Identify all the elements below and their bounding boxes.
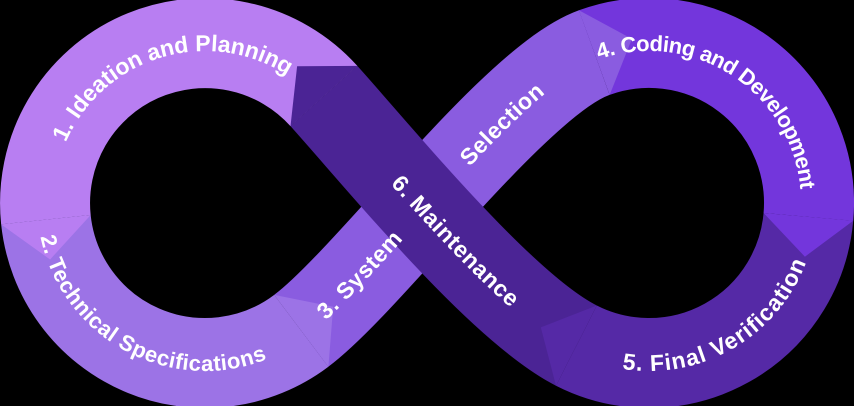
arrow-chevron-verification-to-maintenance [540, 305, 597, 386]
segment-maintenance-band [290, 65, 599, 386]
arrow-chevron-coding-to-verification [763, 213, 854, 257]
arrow-chevron-ideation-to-techspec [1, 215, 91, 260]
arrow-chevron-sysselect-to-coding [578, 10, 632, 95]
segment-coding-development-band [578, 0, 854, 221]
segment-ideation-planning-band [0, 0, 358, 225]
arrow-chevron-techspec-to-sysselect [274, 294, 334, 367]
arrow-chevron-maintenance-to-ideation [290, 65, 358, 127]
segment-final-verification-band [556, 211, 854, 406]
segment-technical-specifications-band [1, 213, 329, 406]
